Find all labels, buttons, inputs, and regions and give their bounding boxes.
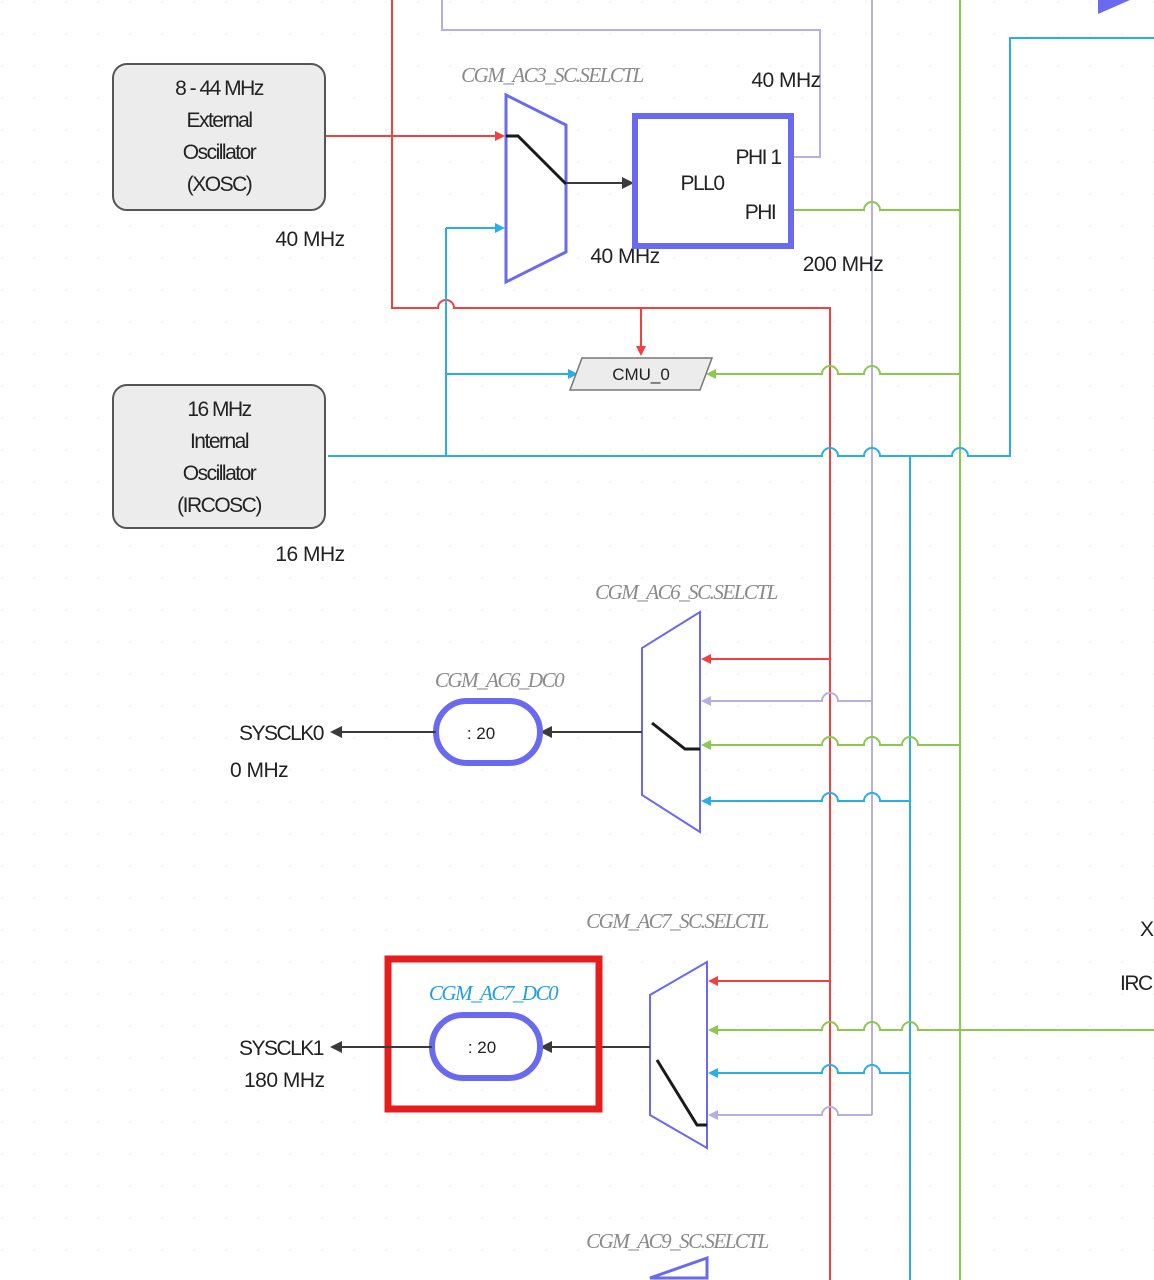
pll0-label: PLL0: [680, 172, 724, 195]
ac6-selector-label: CGM_AC6_SC.SELCTL: [595, 580, 777, 604]
ircosc-box[interactable]: [112, 384, 326, 529]
cmu0-block[interactable]: CMU_0: [568, 357, 714, 391]
cmu0-label: CMU_0: [612, 365, 670, 384]
xosc-label-1: 8 - 44 MHz: [175, 77, 264, 100]
pll0-phi-frequency: 200 MHz: [803, 253, 884, 276]
ac6-divider-name: CGM_AC6_DC0: [435, 668, 565, 692]
sysclk1-frequency: 180 MHz: [244, 1069, 325, 1092]
ac7-selector-label: CGM_AC7_SC.SELCTL: [586, 909, 768, 933]
ac7-input-blue: [708, 1064, 910, 1078]
ac6-input-lavender: [701, 692, 872, 706]
upper-right-mux-fragment: [1098, 0, 1130, 14]
ac7-mux-shape[interactable]: [649, 960, 708, 1150]
pll0-phi1-label: PHI 1: [735, 146, 781, 169]
ircosc-label-3: Oscillator: [183, 462, 257, 485]
ac6-mux-shape[interactable]: [641, 610, 701, 834]
ac7-divider-highlight: [384, 955, 603, 1113]
ac7-input-lavender: [708, 1106, 872, 1120]
xosc-label-2: External: [186, 109, 252, 132]
xosc-box[interactable]: [112, 63, 326, 211]
ac7-divider[interactable]: : 20: [429, 1012, 543, 1081]
ac9-mux-partial[interactable]: [649, 1255, 709, 1280]
xosc-label-4: (XOSC): [187, 173, 252, 196]
xosc-label-3: Oscillator: [183, 141, 257, 164]
ircosc-label-2: Internal: [190, 430, 249, 453]
ac6-input-green: [701, 736, 960, 750]
ac3-selector-label: CGM_AC3_SC.SELCTL: [461, 63, 643, 87]
ircosc-label-4: (IRCOSC): [177, 494, 261, 517]
ac7-mux-switch: [655, 1059, 707, 1127]
sysclk0-frequency: 0 MHz: [230, 759, 288, 782]
pll-to-cmu-wire: [706, 365, 960, 379]
pll0-box[interactable]: [632, 113, 794, 249]
sysclk1-label: SYSCLK1: [239, 1037, 324, 1060]
pll-phi-bus-line: [790, 201, 961, 1280]
ac3-mux-shape[interactable]: [504, 92, 568, 285]
ac3-mux[interactable]: [504, 92, 568, 285]
edge-partial-label-1: X: [1140, 918, 1154, 941]
ircosc-bus-line: [328, 37, 1154, 457]
ac3-mux-switch: [506, 134, 568, 186]
ac7-divider-name: CGM_AC7_DC0: [429, 981, 559, 1005]
pll0-block[interactable]: PLL0 PHI 1 PHI: [632, 113, 794, 249]
ircosc-frequency: 16 MHz: [275, 543, 344, 566]
ac6-divider-value: : 20: [467, 724, 495, 743]
pll0-phi1-frequency: 40 MHz: [751, 69, 820, 92]
ac6-input-blue: [701, 792, 910, 806]
pll0-phi-label: PHI: [745, 201, 776, 224]
cmu0-shape[interactable]: [568, 357, 714, 391]
ac9-selector-label: CGM_AC9_SC.SELCTL: [586, 1229, 768, 1253]
sysclk0-label: SYSCLK0: [239, 722, 324, 745]
ac6-mux[interactable]: [641, 610, 701, 834]
ac6-mux-switch: [651, 721, 700, 751]
xosc-block[interactable]: 8 - 44 MHz External Oscillator (XOSC): [112, 63, 326, 211]
phi1-feedback-wire: [441, 0, 821, 158]
xosc-frequency: 40 MHz: [275, 228, 344, 251]
ac7-input-green: [708, 1021, 1154, 1035]
ircosc-block[interactable]: 16 MHz Internal Oscillator (IRCOSC): [112, 384, 326, 529]
ac3-output-frequency: 40 MHz: [590, 245, 659, 268]
ac7-divider-value: : 20: [468, 1038, 496, 1057]
edge-partial-label-2: IRC: [1120, 972, 1153, 995]
ircosc-label-1: 16 MHz: [187, 398, 251, 421]
ac7-mux[interactable]: [649, 960, 708, 1150]
ac6-divider[interactable]: : 20: [433, 698, 543, 766]
